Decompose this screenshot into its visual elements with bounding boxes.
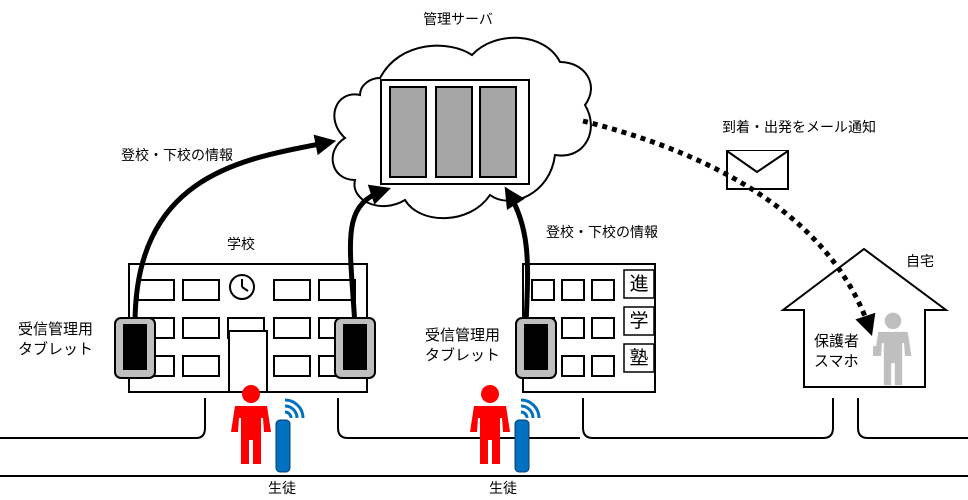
beacon-tag-icon <box>275 419 291 473</box>
student-label-right: 生徒 <box>489 481 517 497</box>
server-label: 管理サーバ <box>423 12 493 28</box>
notify-arrow <box>582 118 876 336</box>
tablet-icon <box>114 317 156 379</box>
student-figure <box>470 385 510 464</box>
parent-label-line2: スマホ <box>814 352 859 370</box>
email-notify-label: 到着・出発をメール通知 <box>722 120 876 136</box>
tablet-label-left-line1: 受信管理用 <box>18 320 94 338</box>
tablet-label-right-line1: 受信管理用 <box>425 326 501 344</box>
ground-lines <box>0 398 968 477</box>
cram-sign-char: 学 <box>629 310 649 332</box>
clock-icon <box>229 274 255 300</box>
cram-sign-char: 塾 <box>629 347 649 369</box>
cram-school-sign <box>623 269 655 373</box>
wifi-signal-icon <box>284 398 305 419</box>
student-figure <box>231 385 271 464</box>
tablet-label-left-line2: タブレット <box>18 340 94 358</box>
tablet-icon <box>515 317 557 379</box>
envelope-icon <box>726 150 789 190</box>
wifi-signal-icon <box>520 398 541 419</box>
beacon-tag-icon <box>514 419 530 473</box>
cram-sign-char: 進 <box>629 273 649 295</box>
info-label-left: 登校・下校の情報 <box>121 148 233 164</box>
server-rack <box>380 79 530 185</box>
parent-label-line1: 保護者 <box>814 332 860 350</box>
student-label-left: 生徒 <box>268 481 296 497</box>
parent-smartphone-figure <box>873 312 912 386</box>
home-label: 自宅 <box>906 254 934 270</box>
info-label-right: 登校・下校の情報 <box>546 225 658 241</box>
school-label: 学校 <box>227 237 255 253</box>
data-flow-arrows <box>132 134 531 327</box>
tablet-icon <box>334 317 376 379</box>
tablet-label-right-line2: タブレット <box>425 346 501 364</box>
